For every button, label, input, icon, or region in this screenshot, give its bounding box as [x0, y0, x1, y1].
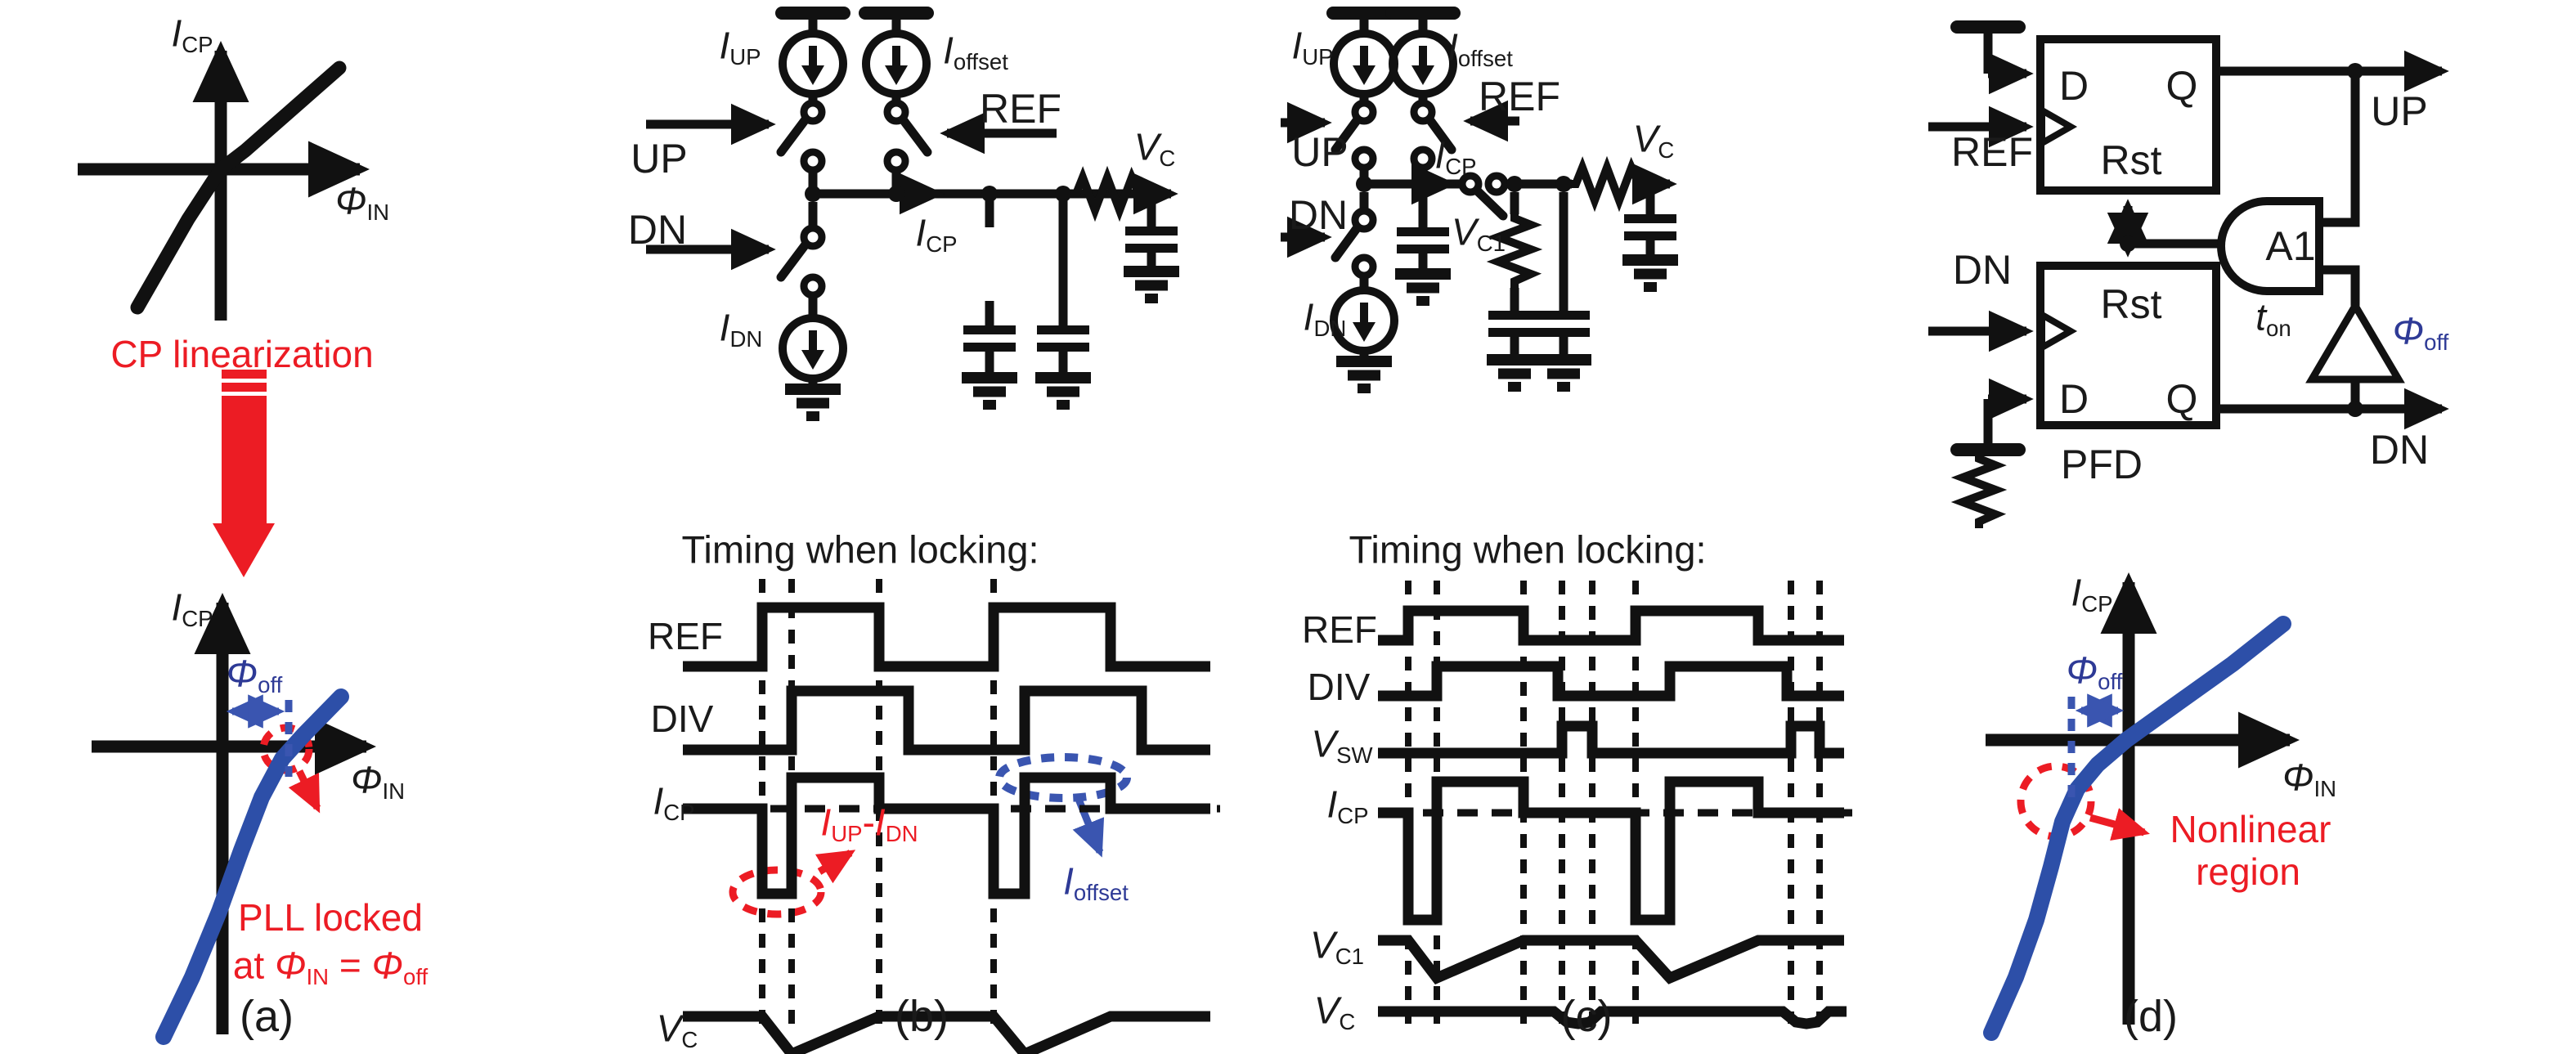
up-output-label: UP [2371, 88, 2428, 134]
ioffset-label: Ioffset [943, 29, 1008, 75]
iup-label: IUP [1291, 24, 1334, 70]
vc-row-label: VC [656, 1007, 698, 1053]
icp-axis-label: ICP [171, 585, 213, 632]
clock-input-icon [2039, 105, 2078, 149]
waveform [1378, 776, 1844, 926]
ff-top-q-label: Q [2165, 63, 2198, 109]
pll-locked-label-line2: at ΦIN = Φoff [232, 944, 429, 990]
ioffset-annotation-label: Ioffset [1063, 859, 1129, 906]
icp-axis-label: ICP [2071, 571, 2113, 617]
phiin-axis-label: ΦIN [350, 758, 406, 805]
panel-caption-d: (d) [2124, 992, 2178, 1041]
pfd-circuit [1928, 20, 2449, 456]
ref-switch-icon [898, 114, 932, 157]
vc-row-label: VC [1313, 989, 1356, 1035]
waveform [1983, 616, 2291, 1041]
div-row-label: DIV [650, 697, 714, 740]
ref-input-label: REF [1951, 129, 2033, 175]
idn-label: IDN [719, 306, 763, 352]
dn-output-label: DN [2369, 427, 2430, 473]
iup-minus-idn-label: IUP-IDN [820, 801, 918, 847]
waveform [155, 688, 349, 1045]
panel-a-cp-arrow [213, 370, 275, 577]
nonlinear-region-label-line2: region [2196, 850, 2300, 893]
icp-label: ICP [915, 211, 958, 258]
waveforms-and-curves [130, 61, 2291, 1054]
nonlinear-annotation-arrow [2089, 808, 2150, 841]
waveform [1378, 661, 1844, 702]
vsw-row-label: VSW [1311, 722, 1373, 769]
dn-label: DN [627, 207, 688, 253]
waveform [1378, 1006, 1847, 1029]
dn-input-label: DN [1952, 247, 2013, 293]
waveform [130, 61, 347, 315]
vc-label: VC [1133, 125, 1176, 172]
delay-buffer-icon [2305, 298, 2405, 383]
waveform [683, 1011, 1210, 1054]
icp-label: ICP [1434, 133, 1477, 180]
ref-row-label: REF [648, 615, 723, 657]
ioffset-circle [995, 753, 1131, 802]
iup-idn-circle [729, 866, 825, 918]
phiin-axis-label: ΦIN [2282, 756, 2337, 802]
pll-locked-label-line1: PLL locked [238, 896, 423, 939]
ton-label: ton [2255, 295, 2291, 342]
flipflop-top [2036, 35, 2220, 195]
ff-bot-q-label: Q [2165, 376, 2198, 422]
panel-caption-b: (b) [895, 992, 949, 1041]
sampling-switch-icon [1472, 186, 1508, 221]
dn-label: DN [1288, 192, 1349, 238]
up-switch-icon [1331, 114, 1362, 155]
dn-switch-icon [1331, 222, 1362, 262]
phi-off-label: Φoff [2066, 648, 2123, 695]
ff-bot-d-label: D [2058, 376, 2089, 422]
waveform [683, 772, 1210, 899]
and-gate-label: A1 [2265, 223, 2316, 269]
red-down-arrow-icon [213, 523, 275, 577]
icp-row-label: ICP [653, 779, 695, 826]
iup-label: IUP [719, 24, 761, 70]
panel-caption-c: (c) [1560, 992, 1613, 1041]
icp-axis-label: ICP [171, 11, 213, 58]
timing-title: Timing when locking: [1349, 527, 1707, 572]
waveform [1378, 605, 1844, 646]
charge-pump-circuit-b [646, 7, 1995, 528]
phiin-axis-label: ΦIN [334, 179, 390, 226]
vc1-row-label: VC1 [1310, 923, 1364, 970]
up-label: UP [1291, 129, 1349, 175]
dn-switch-icon [776, 240, 810, 282]
panel-caption-a: (a) [240, 992, 294, 1041]
clock-input-icon [2039, 309, 2078, 353]
ref-label: REF [980, 86, 1061, 132]
and-gate-icon [2217, 197, 2323, 295]
cp-linearization-label: CP linearization [110, 333, 374, 375]
vc-label: VC [1632, 117, 1675, 164]
ref-label: REF [1479, 74, 1560, 119]
ioffset-label: Ioffset [1447, 25, 1513, 72]
ref-switch-icon [1425, 114, 1456, 155]
div-row-label: DIV [1307, 666, 1371, 708]
waveform [1378, 720, 1844, 759]
waveform [1378, 935, 1844, 984]
icp-row-label: ICP [1326, 783, 1369, 829]
idn-label: IDN [1303, 295, 1347, 342]
up-label: UP [631, 136, 688, 182]
ff-bot-rst-label: Rst [2100, 281, 2162, 327]
ref-row-label: REF [1302, 608, 1377, 651]
up-switch-icon [776, 114, 810, 157]
lock-annotation-arrow [288, 769, 321, 814]
charge-pump-circuit-c [1281, 7, 1678, 388]
phi-off-label: Φoff [226, 652, 283, 698]
waveform [683, 685, 1210, 756]
timing-title: Timing when locking: [681, 527, 1039, 572]
pfd-label: PFD [2061, 442, 2143, 487]
phi-off-label: Φoff [2392, 309, 2449, 356]
ff-top-rst-label: Rst [2100, 137, 2162, 183]
iup-idn-arrow [815, 850, 856, 884]
ff-top-d-label: D [2058, 63, 2089, 109]
vc1-label: VC1 [1452, 210, 1506, 257]
nonlinear-region-label-line1: Nonlinear [2170, 808, 2331, 850]
